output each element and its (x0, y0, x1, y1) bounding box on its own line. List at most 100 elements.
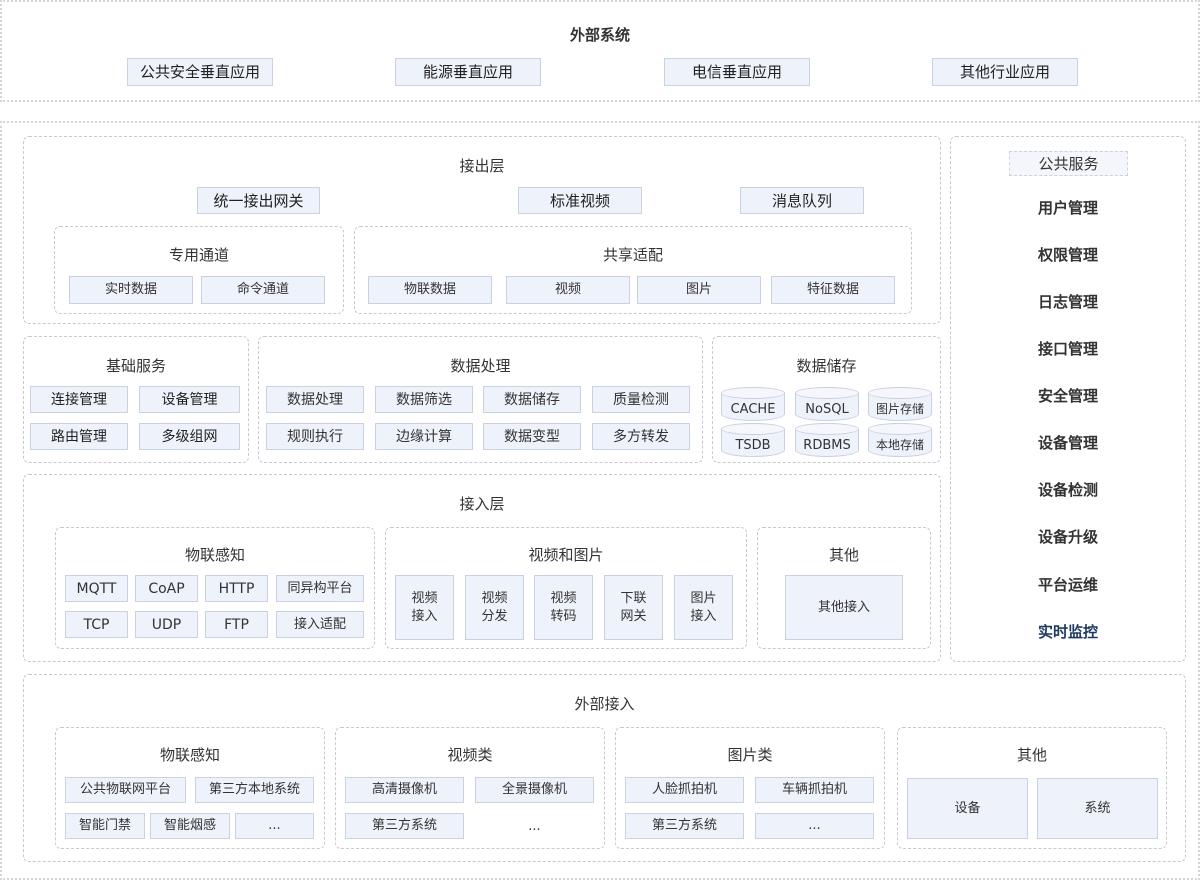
external-access-title: 外部接入 (574, 695, 635, 713)
video-transcode-line2: 转码 (550, 608, 577, 624)
storage-rdbms[interactable]: RDBMS (795, 423, 859, 457)
video-ingest-line2: 接入 (411, 608, 438, 624)
ext-vehicle-camera[interactable]: 车辆抓拍机 (755, 777, 874, 803)
proto-coap[interactable]: CoAP (135, 575, 198, 602)
ext-smart-smoke[interactable]: 智能烟感 (150, 813, 230, 839)
dp-data-processing[interactable]: 数据处理 (266, 386, 364, 413)
dp-data-store[interactable]: 数据储存 (483, 386, 581, 413)
dp-multi-forward[interactable]: 多方转发 (592, 423, 690, 450)
dedicated-channel-group: 专用通道 实时数据 命令通道 (54, 226, 344, 314)
svc-realtime-monitor[interactable]: 实时监控 (1037, 623, 1098, 641)
app-energy[interactable]: 能源垂直应用 (395, 58, 541, 86)
data-processing-title: 数据处理 (450, 357, 511, 375)
downlink-gateway-line2: 网关 (620, 608, 647, 624)
svc-user-management[interactable]: 用户管理 (1037, 199, 1098, 217)
ext-other-title: 其他 (1016, 746, 1047, 764)
svc-security-management[interactable]: 安全管理 (1037, 387, 1098, 405)
storage-cache[interactable]: CACHE (721, 387, 785, 421)
dedicated-channel-title: 专用通道 (168, 246, 229, 264)
svc-device-management[interactable]: 设备管理 (1037, 434, 1098, 452)
app-telecom[interactable]: 电信垂直应用 (664, 58, 810, 86)
proto-mqtt[interactable]: MQTT (65, 575, 128, 602)
access-video-title: 视频和图片 (528, 546, 604, 564)
video-distribute-line1: 视频 (481, 590, 508, 606)
shared-adapter-title: 共享适配 (602, 246, 663, 264)
dp-quality-check[interactable]: 质量检测 (592, 386, 690, 413)
svc-api-management[interactable]: 接口管理 (1037, 340, 1098, 358)
image-ingest-line1: 图片 (690, 590, 717, 606)
ext-image-third-party[interactable]: 第三方系统 (625, 813, 744, 839)
realtime-data[interactable]: 实时数据 (69, 276, 193, 304)
downlink-gateway[interactable]: 下联 网关 (604, 575, 663, 640)
feature-data[interactable]: 特征数据 (771, 276, 895, 304)
proto-access-adapter[interactable]: 接入适配 (276, 611, 364, 638)
ext-panoramic-camera[interactable]: 全景摄像机 (475, 777, 594, 803)
ext-system[interactable]: 系统 (1037, 778, 1158, 839)
ext-video-more: ... (528, 818, 541, 834)
proto-tcp[interactable]: TCP (65, 611, 128, 638)
multilevel-network[interactable]: 多级组网 (139, 423, 240, 450)
video-ingest[interactable]: 视频 接入 (395, 575, 454, 640)
data-processing: 数据处理 数据处理 数据筛选 数据储存 质量检测 规则执行 边缘计算 数据变型 … (258, 336, 703, 463)
svc-log-management[interactable]: 日志管理 (1037, 293, 1098, 311)
svc-platform-ops[interactable]: 平台运维 (1037, 576, 1098, 594)
external-system-title: 外部系统 (569, 26, 630, 44)
connection-management[interactable]: 连接管理 (30, 386, 128, 413)
ext-iot-more[interactable]: ... (235, 813, 314, 839)
routing-management[interactable]: 路由管理 (30, 423, 128, 450)
command-channel[interactable]: 命令通道 (201, 276, 325, 304)
access-layer: 接入层 物联感知 MQTT CoAP HTTP 同异构平台 TCP UDP FT… (23, 474, 941, 662)
ext-video-title: 视频类 (447, 746, 493, 764)
video-transcode[interactable]: 视频 转码 (534, 575, 593, 640)
proto-udp[interactable]: UDP (135, 611, 198, 638)
storage-nosql[interactable]: NoSQL (795, 387, 859, 421)
video-distribute[interactable]: 视频 分发 (465, 575, 524, 640)
ext-third-party-local[interactable]: 第三方本地系统 (195, 777, 314, 803)
storage-image[interactable]: 图片存储 (868, 387, 932, 421)
dp-data-filter[interactable]: 数据筛选 (375, 386, 473, 413)
external-access: 外部接入 物联感知 公共物联网平台 第三方本地系统 智能门禁 智能烟感 ... … (23, 674, 1186, 862)
other-access[interactable]: 其他接入 (785, 575, 903, 640)
access-video-group: 视频和图片 视频 接入 视频 分发 视频 转码 下联 网关 图片 接入 (385, 527, 747, 649)
video-transcode-line1: 视频 (550, 590, 577, 606)
video-adapter[interactable]: 视频 (506, 276, 630, 304)
access-layer-title: 接入层 (459, 495, 505, 513)
storage-tsdb[interactable]: TSDB (721, 423, 785, 457)
iot-data[interactable]: 物联数据 (368, 276, 492, 304)
standard-video[interactable]: 标准视频 (518, 187, 642, 214)
storage-local[interactable]: 本地存储 (868, 423, 932, 457)
platform-panel (0, 121, 1200, 880)
ext-smart-access[interactable]: 智能门禁 (65, 813, 145, 839)
svc-device-upgrade[interactable]: 设备升级 (1037, 528, 1098, 546)
image-ingest[interactable]: 图片 接入 (674, 575, 733, 640)
ext-public-iot-platform[interactable]: 公共物联网平台 (65, 777, 186, 803)
external-system-panel: 外部系统 公共安全垂直应用 能源垂直应用 电信垂直应用 其他行业应用 (0, 0, 1200, 102)
message-queue[interactable]: 消息队列 (740, 187, 864, 214)
ext-image-more[interactable]: ... (755, 813, 874, 839)
dp-edge-compute[interactable]: 边缘计算 (375, 423, 473, 450)
ext-image-group: 图片类 人脸抓拍机 车辆抓拍机 第三方系统 ... (615, 727, 885, 849)
device-management-basic[interactable]: 设备管理 (139, 386, 240, 413)
proto-hetero-platform[interactable]: 同异构平台 (276, 575, 364, 602)
ext-video-third-party[interactable]: 第三方系统 (345, 813, 464, 839)
unified-gateway[interactable]: 统一接出网关 (197, 187, 320, 214)
access-iot-group: 物联感知 MQTT CoAP HTTP 同异构平台 TCP UDP FTP 接入… (55, 527, 375, 649)
access-iot-title: 物联感知 (184, 546, 245, 564)
ext-face-camera[interactable]: 人脸抓拍机 (625, 777, 744, 803)
dp-data-transform[interactable]: 数据变型 (483, 423, 581, 450)
ext-other-group: 其他 设备 系统 (897, 727, 1167, 849)
proto-ftp[interactable]: FTP (205, 611, 268, 638)
app-other-industry[interactable]: 其他行业应用 (932, 58, 1078, 86)
image-ingest-line2: 接入 (690, 608, 717, 624)
dp-rule-exec[interactable]: 规则执行 (266, 423, 364, 450)
output-layer: 接出层 统一接出网关 标准视频 消息队列 专用通道 实时数据 命令通道 共享适配… (23, 136, 941, 324)
ext-iot-title: 物联感知 (159, 746, 220, 764)
svc-permission-management[interactable]: 权限管理 (1037, 246, 1098, 264)
ext-device[interactable]: 设备 (907, 778, 1028, 839)
image-adapter[interactable]: 图片 (637, 276, 761, 304)
ext-hd-camera[interactable]: 高清摄像机 (345, 777, 464, 803)
proto-http[interactable]: HTTP (205, 575, 268, 602)
ext-iot-group: 物联感知 公共物联网平台 第三方本地系统 智能门禁 智能烟感 ... (55, 727, 325, 849)
svc-device-detection[interactable]: 设备检测 (1037, 481, 1098, 499)
app-public-security[interactable]: 公共安全垂直应用 (127, 58, 273, 86)
